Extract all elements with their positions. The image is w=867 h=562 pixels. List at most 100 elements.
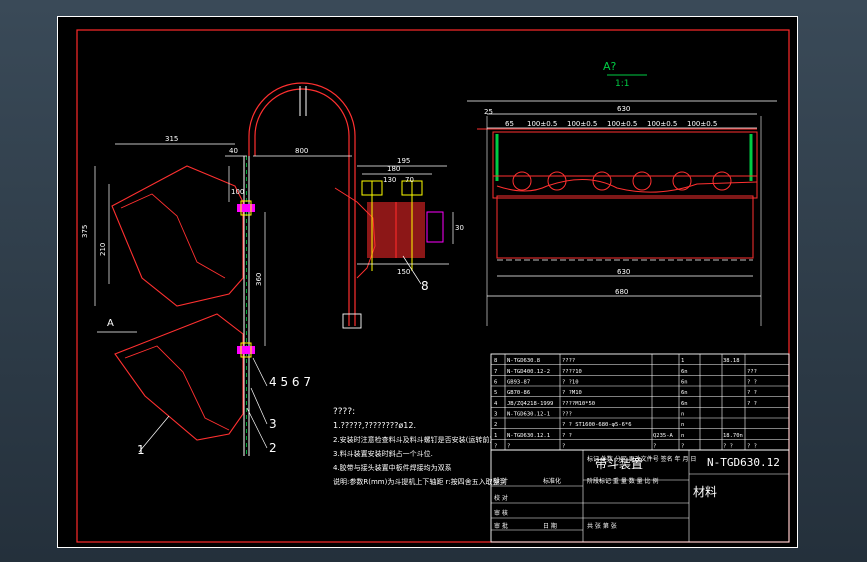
bolt-hole-5 [672,171,692,191]
bom-cell-no: ? [494,444,497,450]
balloon-1: 1 [137,443,145,457]
balloon-8: 8 [421,279,429,293]
upper-bolt [237,204,255,212]
bom-cell-no: 4 [494,401,498,407]
upper-bucket-outline [111,165,244,307]
bom-cell-no: 7 [494,369,497,375]
drawing-name: 带斗装置 [595,457,643,471]
title-block-cell: 日 期 [543,522,557,530]
bom-cell-name: ??? [562,412,572,418]
dim-375: 375 [81,225,89,238]
bom-cell-qty: 6n [681,369,688,375]
bolt-hole-2 [547,171,567,191]
dim-195: 195 [397,157,410,165]
arrow-label: A [107,318,114,329]
dim-100: 100 [231,188,244,196]
bom-cell-code: N-TGD400.12-2 [507,369,550,375]
bom-cell-name: ? [562,444,565,450]
title-block-cell: 审 核 [494,509,508,517]
belt-end-cap [342,313,362,329]
title-block-cell: 设 计 [494,477,508,485]
bom-cell-qty: 1 [681,358,684,364]
bom-cell-no: 1 [494,433,497,439]
bom-cell-name: ? ? ST1600-680-φ5-6*6 [562,422,632,428]
title-block-cell: 审 批 [494,522,508,530]
dim-630-top: 630 [617,105,630,113]
bom-cell-qty: 6n [681,390,688,396]
belt-front-panel [496,195,754,259]
joint-detail-view [334,165,454,285]
bom-cell-no: 5 [494,390,497,396]
bom-cell-mat: ? [653,444,656,450]
dim-pitch-2: 100±0.5 [567,120,597,128]
material-label: 材料 [693,485,717,499]
bom-cell-w1: ? ? [723,444,733,450]
title-block-cell: 标记 处数 分区 更改文件号 签名 年 月 日 [587,455,696,463]
bucket-front-outline [492,131,758,199]
title-block-cell: 校 对 [494,494,508,502]
bom-cell-name: ????10 [562,369,582,375]
dim-pitch-4: 100±0.5 [647,120,677,128]
bucket-lip-curve [496,178,758,193]
bom-cell-code: ? [507,444,510,450]
dim-800: 800 [295,147,308,155]
belt-arc-outer [248,82,356,326]
dim-30: 30 [455,224,464,232]
balloon-2: 2 [269,441,277,455]
dim-315: 315 [165,135,178,143]
view-label: A? [603,60,617,73]
dim-680: 680 [615,288,628,296]
balloon-3: 3 [269,417,277,431]
view-scale: 1:1 [615,79,629,89]
dim-130: 130 [383,176,396,184]
bom-cell-code: GB70-86 [507,390,530,396]
leader-3 [250,387,268,425]
bom-cell-note: ? ? [747,380,757,386]
bom-cell-no: 3 [494,412,497,418]
upper-bucket-inner [120,193,226,279]
upper-bolt-head [240,200,252,216]
bom-cell-name: ????M10*50 [562,401,595,407]
bom-cell-note: ? ? [747,444,757,450]
title-block [490,449,790,543]
dim-pitch-3: 100±0.5 [607,120,637,128]
dim-150: 150 [397,268,410,276]
lower-bucket-outline [114,313,244,441]
dim-210: 210 [99,243,107,256]
bom-cell-w2: 18.70n [723,433,743,439]
bolt-hole-6 [712,171,732,191]
drawing-number: N-TGD630.12 [707,456,780,469]
bom-cell-qty: 6n [681,401,688,407]
drawing-canvas: A? 1:1 A 315 40 800 195 180 130 70 30 15… [57,16,798,548]
dim-70: 70 [405,176,414,184]
bom-cell-no: 2 [494,422,497,428]
notes-title: ????: [333,407,355,417]
note-line-2: 2.安装时注意检查料斗及料斗螺钉是否安装(运转前) [333,435,492,444]
bom-cell-mat: Q235-A [653,433,674,439]
bom-cell-w1: 38.18 [723,358,740,364]
bom-cell-name: ? ?M10 [562,390,582,396]
inner-frame [76,29,790,543]
note-line-3: 3.料斗装置安装时斜占一个斗位. [333,449,433,458]
bom-cell-name: ???? [562,358,575,364]
bom-cell-name: ? ?10 [562,380,579,386]
title-block-cell: 阶段标记 重 量 数 量 比 例 [587,477,658,485]
bolt-hole-4 [632,171,652,191]
bom-cell-code: GB93-87 [507,380,530,386]
clip-plate [426,211,444,243]
bolt-hole-3 [592,171,612,191]
bom-cell-qty: n [681,412,684,418]
dim-40: 40 [229,147,238,155]
leader-8 [402,255,422,285]
note-line-4: 4.胶带与接头装置中板件焊接均为双系 [333,463,452,472]
bom-cell-name: ? ? [562,433,572,439]
lower-bolt [237,346,255,354]
dim-630-mid: 630 [617,268,630,276]
bom-cell-qty: ? [681,444,684,450]
bom-cell-code: N-TGD630.12-1 [507,412,550,418]
note-line-1: 1.?????,????????ø12. [333,421,416,430]
bom-cell-code: N-TGD630.12.1 [507,433,550,439]
drawing-sheet: A? 1:1 A 315 40 800 195 180 130 70 30 15… [57,16,798,548]
dim-pitch-5: 100±0.5 [687,120,717,128]
